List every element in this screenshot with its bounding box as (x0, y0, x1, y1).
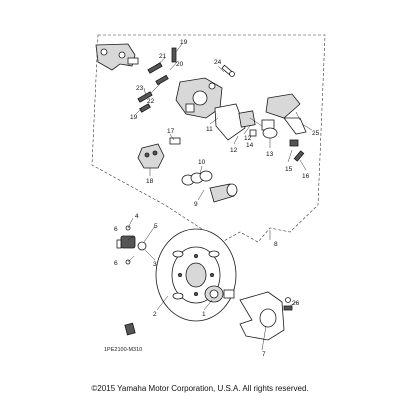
disc-guard (239, 291, 293, 341)
callout-9: 9 (194, 201, 198, 208)
brake-disc (155, 228, 237, 322)
callout-23: 23 (136, 85, 144, 92)
diagram-code: 1PE2100-M310 (104, 347, 142, 353)
disc-nut (124, 322, 136, 336)
callout-19: 19 (130, 114, 138, 121)
caliper-assembly-frame (91, 34, 326, 243)
callout-14: 14 (246, 142, 254, 149)
callout-21: 21 (159, 53, 167, 60)
callout-7: 7 (262, 351, 266, 358)
piston-seal-kit (181, 170, 238, 203)
callout-6a: 6 (114, 226, 118, 233)
leader-lines (127, 43, 313, 351)
hub-sprocket (204, 285, 235, 303)
brake-pad-kit (137, 137, 181, 169)
callout-10: 10 (198, 159, 206, 166)
callout-13: 13 (266, 151, 274, 158)
callout-24: 24 (214, 59, 222, 66)
callout-25: 25 (312, 130, 320, 137)
callout-11: 11 (206, 126, 213, 133)
callout-6b: 6 (114, 260, 118, 267)
hub-collar-parts (116, 225, 147, 265)
callout-20: 20 (176, 61, 184, 68)
caliper-body (175, 77, 223, 119)
callout-8: 8 (274, 241, 278, 248)
master-cylinder-parts (238, 93, 307, 162)
pad-support-plate (214, 103, 246, 141)
caliper-bracket (95, 43, 139, 71)
callout-12a: 12 (244, 135, 252, 142)
callout-15: 15 (285, 166, 293, 173)
bleed-screw (221, 64, 235, 77)
callout-22: 22 (147, 98, 155, 105)
callout-5: 5 (154, 223, 158, 230)
callout-18: 18 (146, 178, 154, 185)
caliper-bolts (137, 47, 177, 113)
callout-26: 26 (292, 300, 300, 307)
callout-19-top: 19 (180, 39, 188, 46)
callout-2: 2 (153, 311, 157, 318)
callout-16: 16 (302, 173, 310, 180)
callout-3: 3 (153, 261, 157, 268)
callout-4: 4 (135, 213, 139, 220)
callout-17: 17 (167, 128, 175, 135)
copyright-notice: ©2015 Yamaha Motor Corporation, U.S.A. A… (91, 384, 309, 393)
callout-1: 1 (202, 311, 206, 318)
callout-12b: 12 (230, 147, 238, 154)
